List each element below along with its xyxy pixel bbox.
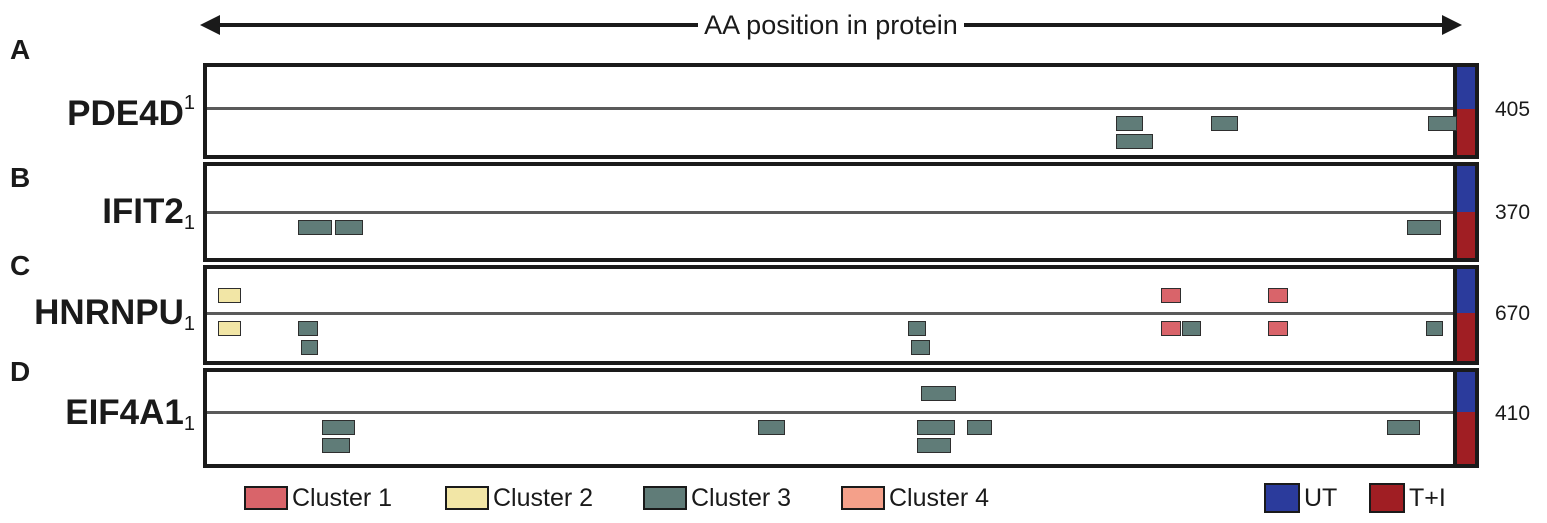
peptide-cluster3 bbox=[322, 438, 350, 453]
peptide-cluster3 bbox=[1407, 220, 1441, 235]
ti-lane-bar bbox=[1457, 109, 1475, 155]
panel-pde4d bbox=[203, 63, 1479, 159]
peptide-cluster3 bbox=[910, 340, 930, 355]
peptide-cluster3 bbox=[322, 420, 355, 435]
axis-arrow-right-icon bbox=[1442, 15, 1462, 35]
peptide-cluster2 bbox=[218, 288, 241, 303]
protein-line bbox=[207, 107, 1453, 110]
panel-letter-c: C bbox=[10, 250, 31, 281]
length-label-hnrnpu: 670 bbox=[1495, 302, 1531, 325]
peptide-cluster2 bbox=[218, 321, 241, 336]
axis-header: AA position in protein bbox=[200, 6, 1462, 42]
peptide-cluster3 bbox=[967, 420, 992, 435]
gene-superscript: 1 bbox=[183, 413, 195, 435]
peptide-cluster3 bbox=[298, 321, 319, 336]
peptide-cluster1 bbox=[1160, 288, 1181, 303]
peptide-cluster3 bbox=[917, 420, 955, 435]
cluster-4-swatch bbox=[841, 486, 885, 510]
cluster-2-swatch bbox=[445, 486, 489, 510]
panel-hnrnpu bbox=[203, 265, 1479, 365]
ut-label: UT bbox=[1304, 483, 1338, 512]
ti-lane-bar bbox=[1457, 313, 1475, 361]
panel-letter-d: D bbox=[10, 356, 31, 387]
gene-superscript: 1 bbox=[183, 212, 195, 234]
protein-line bbox=[207, 312, 1453, 315]
cluster-1-label: Cluster 1 bbox=[292, 483, 393, 512]
gene-label: HNRNPU bbox=[34, 293, 184, 332]
cluster-4-label: Cluster 4 bbox=[889, 483, 990, 512]
peptide-cluster3 bbox=[1115, 134, 1154, 149]
condition-divider bbox=[1453, 67, 1457, 155]
gene-superscript: 1 bbox=[183, 313, 195, 335]
cluster-2-label: Cluster 2 bbox=[493, 483, 594, 512]
peptide-cluster3 bbox=[920, 386, 956, 401]
legend-ut: UT bbox=[1264, 483, 1338, 513]
panel-ifit2 bbox=[203, 162, 1479, 262]
ut-lane-bar bbox=[1457, 372, 1475, 412]
gene-label: IFIT2 bbox=[102, 192, 184, 231]
ut-lane-bar bbox=[1457, 269, 1475, 313]
condition-divider bbox=[1453, 166, 1457, 258]
cluster-3-label: Cluster 3 bbox=[691, 483, 792, 512]
peptide-cluster1 bbox=[1268, 321, 1289, 336]
peptide-cluster3 bbox=[298, 220, 332, 235]
ut-lane-bar bbox=[1457, 67, 1475, 109]
ti-lane-bar bbox=[1457, 212, 1475, 258]
gene-label: EIF4A1 bbox=[65, 393, 184, 432]
peptide-cluster3 bbox=[300, 340, 319, 355]
cluster-3-swatch bbox=[643, 486, 687, 510]
ti-label: T+I bbox=[1409, 483, 1446, 512]
ti-swatch bbox=[1369, 483, 1405, 513]
legend-cluster-3: Cluster 3 bbox=[643, 484, 791, 512]
legend-cluster-4: Cluster 4 bbox=[841, 484, 989, 512]
gene-superscript: 1 bbox=[183, 92, 195, 114]
panel-eif4a1 bbox=[203, 368, 1479, 468]
peptide-cluster3 bbox=[334, 220, 364, 235]
cluster-1-swatch bbox=[244, 486, 288, 510]
gene-name-pde4d: PDE4D1 bbox=[67, 92, 195, 134]
axis-label: AA position in protein bbox=[698, 10, 964, 40]
peptide-cluster3 bbox=[908, 321, 926, 336]
legend-cluster-2: Cluster 2 bbox=[445, 484, 593, 512]
panel-letter-a: A bbox=[10, 34, 31, 65]
peptide-cluster1 bbox=[1160, 321, 1181, 336]
length-label-eif4a1: 410 bbox=[1495, 402, 1531, 425]
peptide-cluster3 bbox=[1210, 116, 1239, 131]
peptide-cluster3 bbox=[1387, 420, 1420, 435]
peptide-cluster3 bbox=[1115, 116, 1144, 131]
protein-line bbox=[207, 211, 1453, 214]
panel-letter-b: B bbox=[10, 162, 31, 193]
protein-line bbox=[207, 411, 1453, 414]
peptide-cluster3 bbox=[758, 420, 785, 435]
ut-swatch bbox=[1264, 483, 1300, 513]
peptide-cluster3 bbox=[1428, 116, 1457, 131]
axis-arrow-left-icon bbox=[200, 15, 220, 35]
peptide-cluster3 bbox=[1425, 321, 1444, 336]
length-label-pde4d: 405 bbox=[1495, 98, 1531, 121]
peptide-cluster3 bbox=[917, 438, 951, 453]
gene-name-ifit2: IFIT21 bbox=[102, 192, 195, 234]
peptide-cluster1 bbox=[1268, 288, 1289, 303]
legend-ti: T+I bbox=[1369, 483, 1446, 513]
ut-lane-bar bbox=[1457, 166, 1475, 212]
ti-lane-bar bbox=[1457, 412, 1475, 464]
condition-divider bbox=[1453, 372, 1457, 464]
gene-label: PDE4D bbox=[67, 94, 184, 133]
peptide-cluster3 bbox=[1182, 321, 1201, 336]
length-label-ifit2: 370 bbox=[1495, 201, 1531, 224]
condition-divider bbox=[1453, 269, 1457, 361]
gene-name-eif4a1: EIF4A11 bbox=[65, 393, 195, 435]
legend-cluster-1: Cluster 1 bbox=[244, 484, 392, 512]
gene-name-hnrnpu: HNRNPU1 bbox=[34, 293, 195, 335]
